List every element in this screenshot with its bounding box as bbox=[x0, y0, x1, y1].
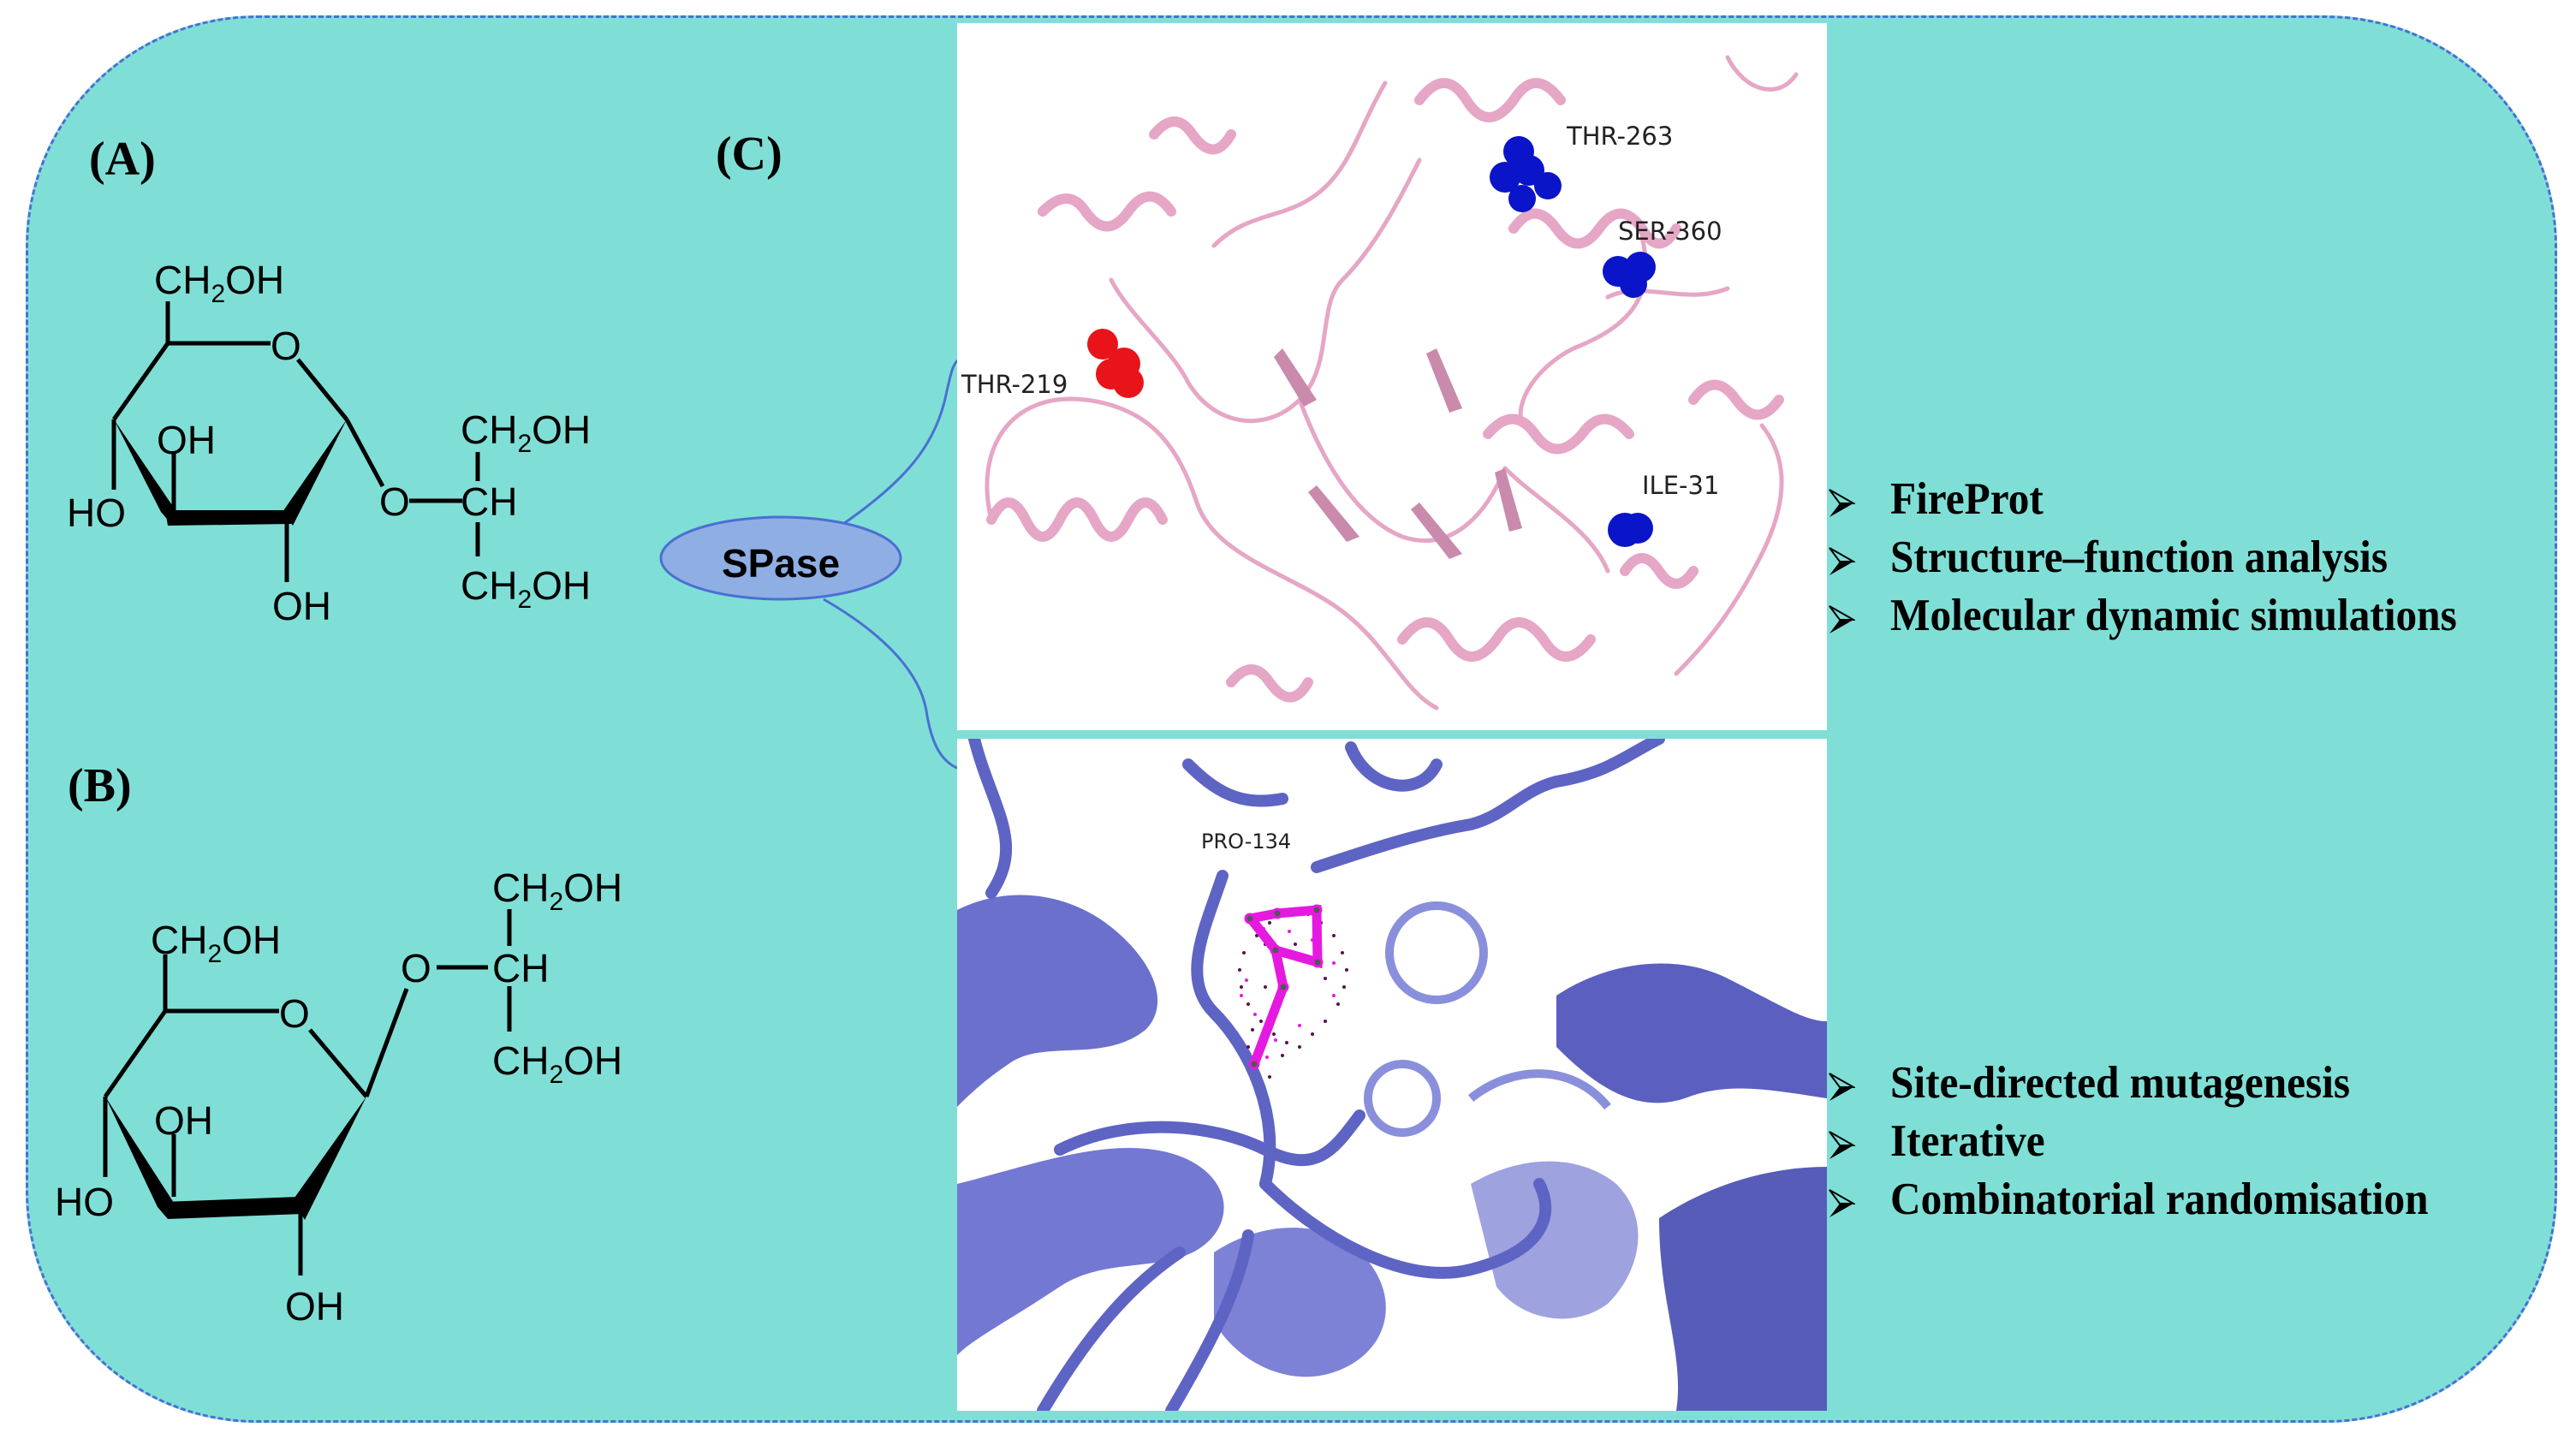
hydroxyl-label: HO bbox=[55, 1180, 114, 1224]
arrowhead-bullet-icon bbox=[1829, 1073, 1855, 1101]
ribbon-top bbox=[985, 55, 1799, 711]
residue-ser-360-spheres bbox=[1603, 252, 1656, 298]
ribbon-bottom bbox=[957, 739, 1827, 1411]
panel-label-a: (A) bbox=[89, 133, 156, 186]
structure-b bbox=[103, 909, 512, 1276]
arrowhead-bullet-icon bbox=[1829, 1189, 1855, 1217]
arrowhead-bullet-icon bbox=[1829, 489, 1855, 517]
glycerol-ch2oh-top-label: CH2OH bbox=[492, 865, 622, 916]
method-label: Site-directed mutagenesis bbox=[1890, 1058, 2351, 1108]
residue-ile-31-spheres bbox=[1608, 513, 1653, 547]
hydroxyl-label: OH bbox=[154, 1098, 213, 1143]
hydroxyl-label: OH bbox=[272, 584, 331, 628]
residue-label-ser-360: SER-360 bbox=[1618, 217, 1722, 246]
residue-label-thr-263: THR-263 bbox=[1567, 122, 1674, 151]
structure-a-labels: CH2OH O OH HO OH O CH CH2OH CH2OH bbox=[67, 258, 591, 628]
arrowhead-bullet-icon bbox=[1829, 605, 1855, 633]
panel-label-c: (C) bbox=[716, 128, 782, 181]
connector-top bbox=[842, 358, 960, 526]
protein-structure-top: THR-263 SER-360 THR-219 ILE-31 bbox=[957, 23, 1827, 730]
glycerol-ch-label: CH bbox=[461, 479, 517, 524]
pro-134-dot-surface bbox=[1238, 908, 1348, 1079]
protein-structure-bottom: PRO-134 bbox=[957, 739, 1827, 1411]
hydroxyl-label: OH bbox=[157, 418, 216, 462]
residue-label-pro-134: PRO-134 bbox=[1201, 830, 1292, 853]
glycosidic-oxygen-label: O bbox=[401, 946, 431, 990]
spase-hub: SPase bbox=[659, 515, 902, 601]
ch2oh-label: CH2OH bbox=[151, 918, 281, 968]
glycerol-ch-label: CH bbox=[492, 946, 549, 990]
residue-thr-219-spheres bbox=[1087, 329, 1144, 398]
glycerol-ch2oh-top-label: CH2OH bbox=[461, 407, 591, 458]
spase-label: SPase bbox=[722, 541, 840, 586]
ch2oh-label: CH2OH bbox=[154, 258, 284, 308]
glycerol-ch2oh-bottom-label: CH2OH bbox=[461, 563, 591, 614]
structure-a bbox=[111, 301, 480, 582]
method-label: Structure–function analysis bbox=[1890, 532, 2389, 582]
method-label: Combinatorial randomisation bbox=[1890, 1174, 2429, 1224]
arrowhead-bullet-icon bbox=[1829, 1131, 1855, 1159]
ring-oxygen-label: O bbox=[271, 324, 301, 368]
ring-oxygen-label: O bbox=[279, 991, 310, 1036]
structure-b-labels: CH2OH O OH HO OH O CH CH2OH CH2OH bbox=[55, 865, 622, 1329]
method-label: FireProt bbox=[1890, 474, 2044, 524]
panel-label-b: (B) bbox=[68, 759, 132, 812]
method-label: Molecular dynamic simulations bbox=[1890, 591, 2457, 640]
residue-thr-263-spheres bbox=[1490, 136, 1562, 212]
arrowhead-bullet-icon bbox=[1829, 547, 1855, 575]
glycosidic-oxygen-label: O bbox=[379, 479, 410, 524]
residue-label-thr-219: THR-219 bbox=[961, 370, 1068, 399]
residue-label-ile-31: ILE-31 bbox=[1642, 471, 1720, 500]
method-label: Iterative bbox=[1890, 1116, 2045, 1166]
glycerol-ch2oh-bottom-label: CH2OH bbox=[492, 1038, 622, 1089]
connector-bottom bbox=[823, 598, 960, 770]
hydroxyl-label: OH bbox=[285, 1284, 344, 1329]
hydroxyl-label: HO bbox=[67, 491, 126, 535]
